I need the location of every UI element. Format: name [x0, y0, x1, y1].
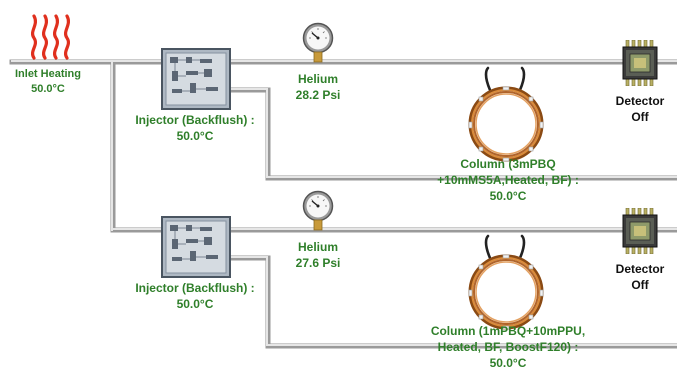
injector-2-title: Injector (Backflush) : [135, 281, 255, 295]
helium-2-label: Helium 27.6 Psi [268, 239, 368, 271]
column-1-name-line1: Column (3mPBQ [460, 157, 556, 171]
column-coil-icon[interactable] [462, 234, 554, 332]
injector-1-label: Injector (Backflush) : 50.0°C [120, 112, 270, 144]
inlet-heating-title: Inlet Heating [14, 68, 81, 80]
column-1-name-line2: +10mMS5A,Heated, BF) : [437, 173, 579, 188]
inlet-heating-label: Inlet Heating 50.0°C [6, 67, 90, 97]
injector-1-title: Injector (Backflush) : [135, 113, 255, 127]
helium-2-pressure: 27.6 Psi [295, 256, 341, 271]
helium-1-label: Helium 28.2 Psi [268, 71, 368, 103]
column-coil-icon[interactable] [462, 66, 554, 164]
pressure-gauge-icon[interactable] [302, 190, 334, 232]
column-2-name-line2: Heated, BF, BoostF120) : [437, 340, 579, 355]
detector-2-label: Detector Off [600, 261, 677, 293]
inlet-heating-temp: 50.0°C [31, 82, 65, 95]
injector-1-temp: 50.0°C [176, 129, 214, 144]
helium-1-pressure: 28.2 Psi [295, 88, 341, 103]
detector-icon[interactable] [622, 40, 658, 86]
injector-icon[interactable] [160, 215, 232, 279]
heater-icon[interactable] [28, 12, 72, 62]
injector-2-temp: 50.0°C [176, 297, 214, 312]
detector-1-state: Off [631, 110, 649, 125]
column-1-temp: 50.0°C [489, 189, 527, 204]
helium-1-title: Helium [297, 72, 338, 86]
column-2-name-line1: Column (1mPBQ+10mPPU, [430, 324, 586, 338]
helium-2-title: Helium [297, 240, 338, 254]
detector-2-state: Off [631, 278, 649, 293]
detector-2-title: Detector [615, 262, 665, 276]
column-2-temp: 50.0°C [489, 356, 527, 371]
column-2-label: Column (1mPBQ+10mPPU, Heated, BF, BoostF… [418, 323, 598, 372]
injector-icon[interactable] [160, 47, 232, 111]
detector-1-title: Detector [615, 94, 665, 108]
injector-2-label: Injector (Backflush) : 50.0°C [120, 280, 270, 312]
detector-1-label: Detector Off [600, 93, 677, 125]
detector-icon[interactable] [622, 208, 658, 254]
column-1-label: Column (3mPBQ +10mMS5A,Heated, BF) : 50.… [418, 156, 598, 205]
pressure-gauge-icon[interactable] [302, 22, 334, 64]
